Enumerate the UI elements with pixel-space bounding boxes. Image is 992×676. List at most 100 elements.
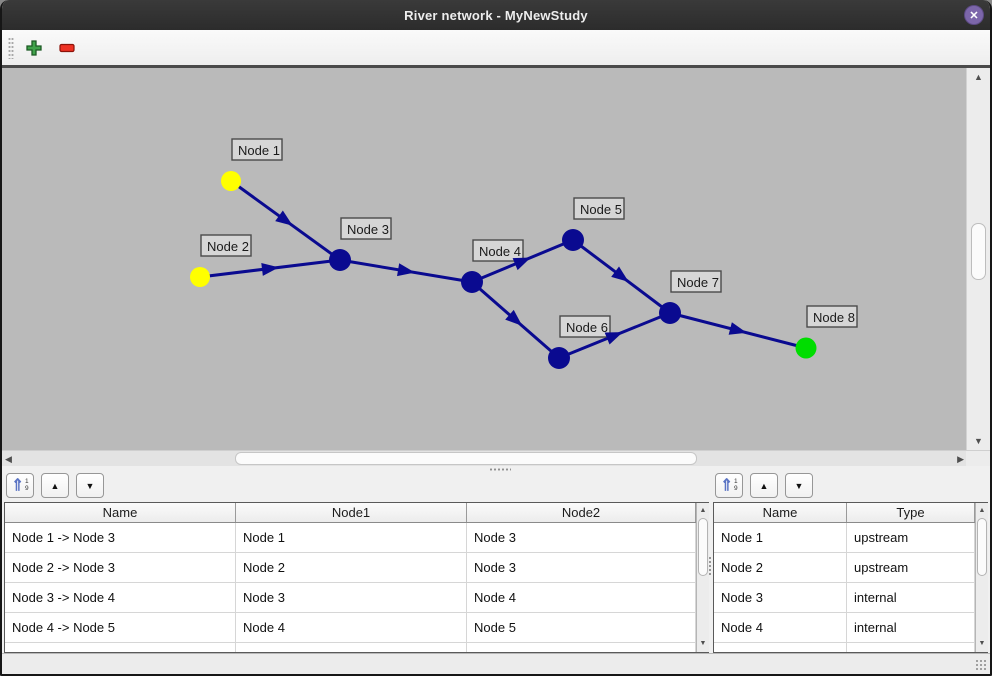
nodes-table-cell: Node 3 — [714, 583, 847, 612]
branches-table-cell: Node 4 — [467, 583, 696, 612]
network-node[interactable] — [548, 347, 570, 369]
splitter-handle-icon — [489, 468, 511, 471]
network-svg: Node 1Node 2Node 3Node 4Node 5Node 6Node… — [2, 68, 966, 450]
branches-table-cell: Node 5 — [467, 613, 696, 642]
down-triangle-icon: ▼ — [795, 481, 804, 491]
plus-shape — [27, 41, 41, 55]
nodes-table-body: Node 1upstreamNode 2upstreamNode 3intern… — [714, 523, 975, 652]
scroll-up-icon[interactable]: ▲ — [967, 70, 990, 84]
vertical-splitter[interactable] — [708, 556, 712, 576]
branches-table-row[interactable] — [5, 643, 696, 652]
nodes-table-row[interactable]: Node 4internal — [714, 613, 975, 643]
scroll-up-icon[interactable]: ▲ — [976, 504, 988, 518]
nodes-table-header-type[interactable]: Type — [847, 503, 975, 522]
node-label: Node 1 — [238, 143, 280, 158]
node-label: Node 7 — [677, 275, 719, 290]
node-label: Node 2 — [207, 239, 249, 254]
remove-node-button[interactable] — [55, 36, 79, 60]
nodes-table-cell: Node 4 — [714, 613, 847, 642]
nodes-button-group: ⇑ 1 9 ▲ ▼ — [715, 473, 813, 498]
close-button[interactable]: ✕ — [964, 5, 984, 25]
branches-table-cell — [236, 643, 467, 652]
add-node-button[interactable] — [22, 36, 46, 60]
canvas-vertical-scrollbar[interactable]: ▲ ▼ — [966, 68, 990, 450]
titlebar: River network - MyNewStudy ✕ — [0, 0, 992, 30]
network-node[interactable] — [221, 171, 241, 191]
resize-grip-icon[interactable] — [975, 659, 987, 671]
nodes-move-down-button[interactable]: ▼ — [785, 473, 813, 498]
branches-table-cell: Node 1 -> Node 3 — [5, 523, 236, 552]
down-triangle-icon: ▼ — [86, 481, 95, 491]
branches-table-cell: Node 3 — [467, 553, 696, 582]
node-label: Node 5 — [580, 202, 622, 217]
branches-table-cell — [5, 643, 236, 652]
nodes-table-header-row: NameType — [714, 503, 975, 523]
scrollbar-corner — [966, 451, 990, 467]
edge-arrow-icon — [729, 322, 749, 339]
scroll-down-icon[interactable]: ▼ — [967, 434, 990, 448]
vertical-scrollbar-thumb[interactable] — [971, 223, 986, 280]
branches-table-header-row: NameNode1Node2 — [5, 503, 696, 523]
nodes-table-row[interactable]: Node 2upstream — [714, 553, 975, 583]
scroll-down-icon[interactable]: ▼ — [697, 637, 709, 651]
toolbar — [2, 30, 990, 68]
network-node[interactable] — [659, 302, 681, 324]
network-node[interactable] — [190, 267, 210, 287]
branches-table-scrollbar[interactable]: ▲ ▼ — [696, 503, 709, 652]
network-node[interactable] — [562, 229, 584, 251]
close-icon: ✕ — [969, 9, 978, 22]
node-label: Node 8 — [813, 310, 855, 325]
network-node[interactable] — [461, 271, 483, 293]
nodes-table-row[interactable]: Node 1upstream — [714, 523, 975, 553]
canvas-horizontal-scrollbar[interactable]: ◀ ▶ — [2, 450, 990, 466]
edge-arrow-icon — [261, 261, 279, 276]
nodes-table-cell: internal — [847, 583, 975, 612]
scroll-down-icon[interactable]: ▼ — [976, 637, 988, 651]
nodes-table-scrollbar[interactable]: ▲ ▼ — [975, 503, 988, 652]
nodes-table-cell: Node 1 — [714, 523, 847, 552]
branches-table-header-node2[interactable]: Node2 — [467, 503, 696, 522]
nodes-table-header-name[interactable]: Name — [714, 503, 847, 522]
branches-table-cell: Node 3 — [236, 583, 467, 612]
branches-scrollbar-thumb[interactable] — [698, 518, 708, 576]
nodes-move-up-button[interactable]: ▲ — [750, 473, 778, 498]
branches-table-row[interactable]: Node 3 -> Node 4Node 3Node 4 — [5, 583, 696, 613]
nodes-table: NameTypeNode 1upstreamNode 2upstreamNode… — [713, 502, 988, 653]
minus-shape — [60, 44, 74, 51]
sort-ascending-icon: ⇑ 1 9 — [11, 478, 28, 493]
network-node[interactable] — [329, 249, 351, 271]
nodes-table-cell: Node 2 — [714, 553, 847, 582]
network-node[interactable] — [796, 338, 817, 359]
plus-icon — [25, 39, 43, 57]
minus-icon — [58, 39, 76, 57]
network-canvas[interactable]: Node 1Node 2Node 3Node 4Node 5Node 6Node… — [2, 68, 990, 450]
branches-table-body: Node 1 -> Node 3Node 1Node 3Node 2 -> No… — [5, 523, 696, 652]
scroll-right-icon[interactable]: ▶ — [957, 452, 964, 466]
sort-ascending-icon: ⇑ 1 9 — [720, 478, 737, 493]
branches-move-up-button[interactable]: ▲ — [41, 473, 69, 498]
scroll-up-icon[interactable]: ▲ — [697, 504, 709, 518]
horizontal-scrollbar-thumb[interactable] — [235, 452, 697, 465]
branches-table: NameNode1Node2Node 1 -> Node 3Node 1Node… — [4, 502, 709, 653]
branches-sort-button[interactable]: ⇑ 1 9 — [6, 473, 34, 498]
branches-table-row[interactable]: Node 2 -> Node 3Node 2Node 3 — [5, 553, 696, 583]
branches-table-cell: Node 4 — [236, 613, 467, 642]
nodes-table-row[interactable] — [714, 643, 975, 652]
branches-table-header-node1[interactable]: Node1 — [236, 503, 467, 522]
branches-table-cell: Node 2 — [236, 553, 467, 582]
nodes-scrollbar-thumb[interactable] — [977, 518, 987, 576]
scroll-left-icon[interactable]: ◀ — [5, 452, 12, 466]
branches-table-header-name[interactable]: Name — [5, 503, 236, 522]
branches-button-group: ⇑ 1 9 ▲ ▼ — [6, 473, 104, 498]
branches-table-row[interactable]: Node 1 -> Node 3Node 1Node 3 — [5, 523, 696, 553]
nodes-table-row[interactable]: Node 3internal — [714, 583, 975, 613]
nodes-sort-button[interactable]: ⇑ 1 9 — [715, 473, 743, 498]
branches-move-down-button[interactable]: ▼ — [76, 473, 104, 498]
node-label: Node 4 — [479, 244, 521, 259]
branches-table-row[interactable]: Node 4 -> Node 5Node 4Node 5 — [5, 613, 696, 643]
up-triangle-icon: ▲ — [51, 481, 60, 491]
toolbar-drag-handle-icon[interactable] — [8, 37, 14, 59]
tables-panel: NameNode1Node2Node 1 -> Node 3Node 1Node… — [2, 500, 990, 653]
branches-table-cell: Node 1 — [236, 523, 467, 552]
